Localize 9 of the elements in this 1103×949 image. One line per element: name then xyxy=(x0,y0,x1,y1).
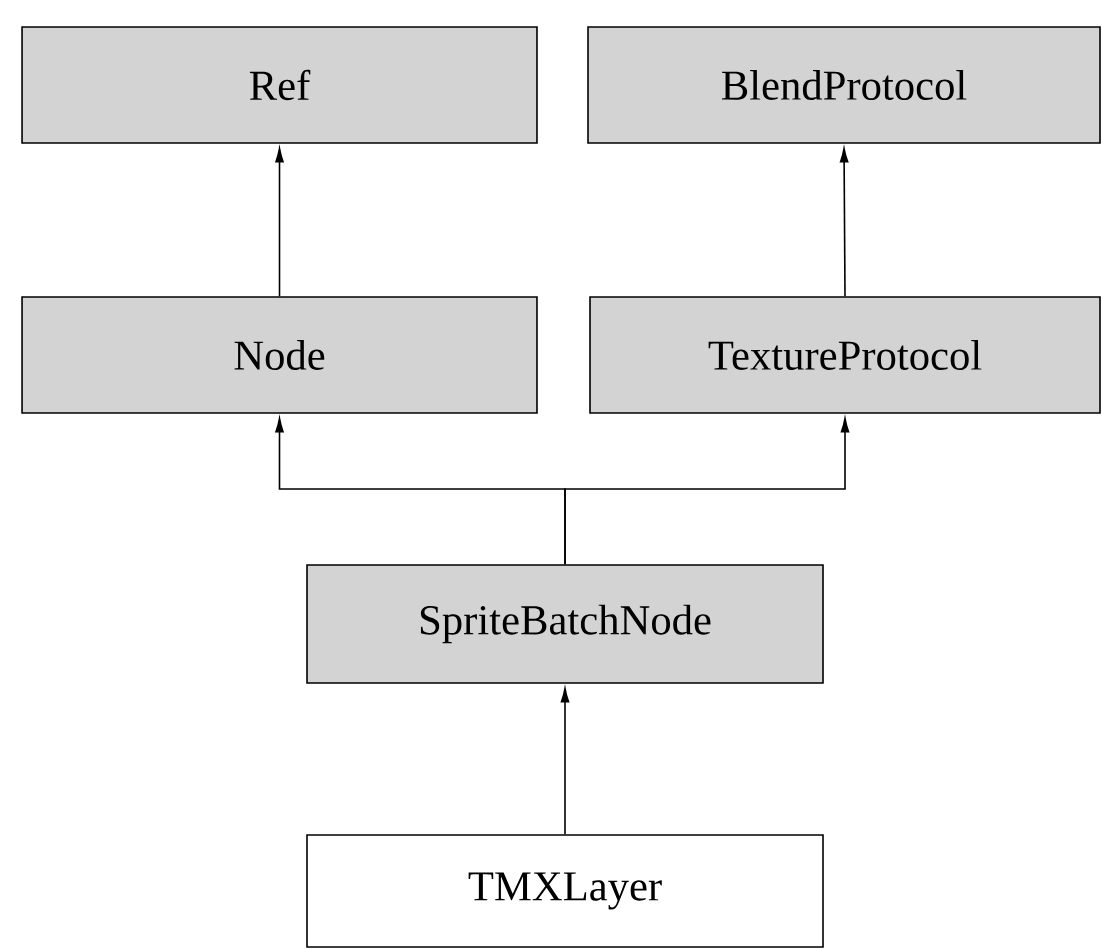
class-box: TMXLayer xyxy=(306,834,824,948)
class-box: TextureProtocol xyxy=(589,296,1101,414)
arrow xyxy=(560,687,570,835)
arrow xyxy=(839,147,849,297)
class-box: SpriteBatchNode xyxy=(306,564,824,684)
arrow xyxy=(564,417,850,565)
class-box: BlendProtocol xyxy=(587,26,1101,144)
class-box: Ref xyxy=(21,26,538,144)
class-box: Node xyxy=(21,296,538,414)
